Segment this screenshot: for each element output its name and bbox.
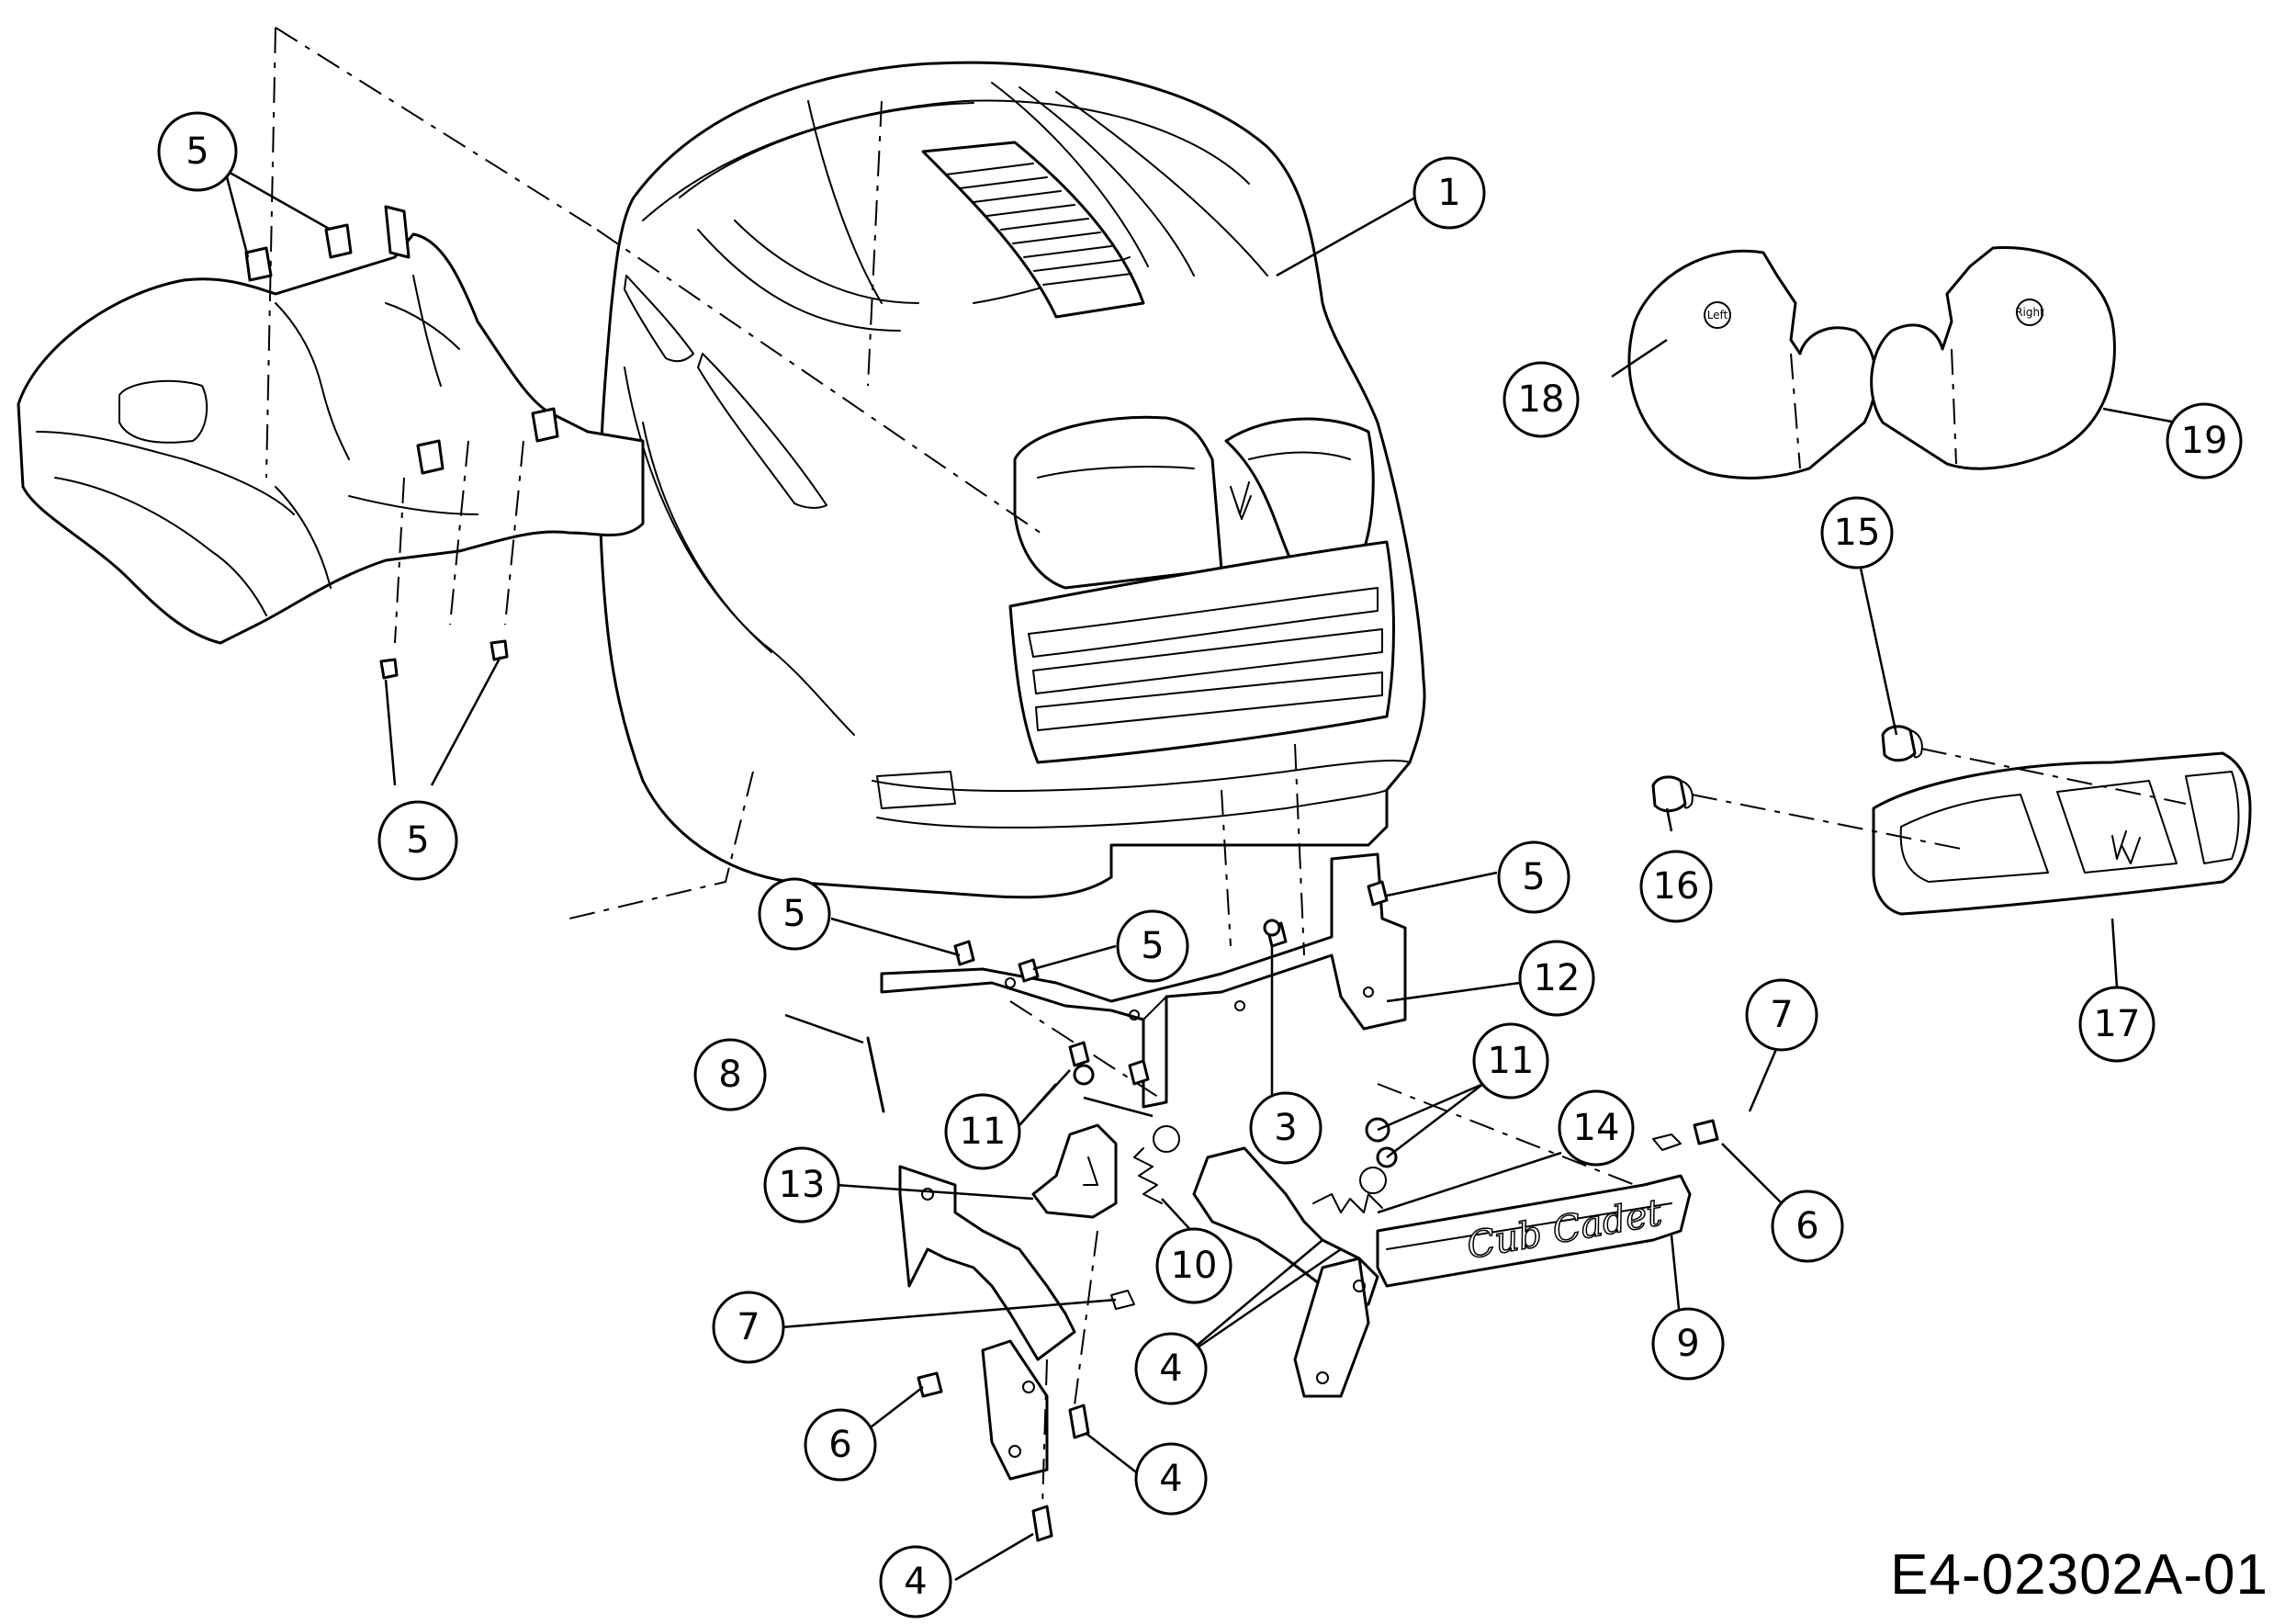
svg-text:6: 6 <box>828 1424 851 1466</box>
svg-text:4: 4 <box>904 1561 927 1603</box>
svg-text:11: 11 <box>960 1111 1007 1153</box>
callout-5-top: 5 <box>157 111 238 192</box>
callout-11-right: 11 <box>1472 1022 1549 1100</box>
callout-5-bracket-right: 5 <box>1497 840 1570 914</box>
callout-15: 15 <box>1820 496 1894 570</box>
decal-left-text: Left <box>1707 309 1728 321</box>
callout-17: 17 <box>2078 986 2155 1063</box>
hood-part <box>599 61 1426 899</box>
svg-text:5: 5 <box>782 893 805 935</box>
callout-3: 3 <box>1249 1091 1322 1165</box>
callout-19: 19 <box>2166 402 2243 479</box>
bushing-left <box>1073 1064 1095 1086</box>
svg-text:4: 4 <box>1159 1458 1182 1500</box>
front-badge-plate: Cub Cadet <box>1376 1174 1692 1288</box>
drawing-code: E4-02302A-01 <box>1890 1543 2268 1607</box>
svg-text:6: 6 <box>1795 1205 1818 1247</box>
pin-part <box>866 1036 885 1113</box>
screws-dash <box>379 639 509 680</box>
decal-right-text: Right <box>2015 306 2044 319</box>
callout-6-left: 6 <box>804 1408 877 1482</box>
svg-text:4: 4 <box>1159 1348 1182 1390</box>
decal-18: Left <box>1627 249 1877 479</box>
callout-6-right: 6 <box>1771 1190 1844 1263</box>
callout-14: 14 <box>1558 1089 1635 1167</box>
svg-text:14: 14 <box>1573 1107 1620 1149</box>
callout-18: 18 <box>1503 361 1580 438</box>
callout-4-hinge: 4 <box>1134 1332 1208 1405</box>
hood-grille-slots <box>1028 587 1383 731</box>
svg-text:1: 1 <box>1437 172 1460 214</box>
callout-4-bottom: 4 <box>879 1545 952 1618</box>
svg-text:7: 7 <box>1770 994 1793 1036</box>
pin-6-left <box>917 1371 943 1398</box>
svg-text:13: 13 <box>779 1164 826 1206</box>
svg-text:9: 9 <box>1676 1323 1699 1365</box>
spring-10-left <box>1133 1125 1180 1204</box>
callout-13: 13 <box>763 1146 840 1224</box>
svg-text:17: 17 <box>2094 1003 2141 1045</box>
svg-text:10: 10 <box>1171 1245 1218 1287</box>
svg-text:5: 5 <box>1522 856 1545 898</box>
dash-panel <box>17 205 645 645</box>
bulb-16 <box>1651 775 1694 813</box>
svg-text:18: 18 <box>1518 378 1565 421</box>
screws-4 <box>1031 1404 1090 1542</box>
svg-text:5: 5 <box>186 130 208 173</box>
svg-text:16: 16 <box>1653 865 1700 908</box>
svg-text:19: 19 <box>2181 420 2228 462</box>
svg-text:3: 3 <box>1274 1107 1297 1149</box>
hood-vent-slats <box>945 163 1132 286</box>
svg-text:7: 7 <box>737 1306 760 1348</box>
callout-8: 8 <box>693 1038 767 1111</box>
callout-1: 1 <box>1412 156 1486 230</box>
callout-12: 12 <box>1518 940 1595 1017</box>
callout-4-mid: 4 <box>1134 1442 1208 1516</box>
decal-19: Right <box>1870 246 2116 470</box>
callout-11-left: 11 <box>944 1093 1021 1170</box>
pin-6-right <box>1693 1119 1719 1145</box>
hinge-right <box>1192 1146 1379 1398</box>
svg-text:15: 15 <box>1834 512 1881 554</box>
callout-5-dash-bottom: 5 <box>377 800 458 881</box>
callout-7-right: 7 <box>1745 978 1818 1052</box>
bulb-15 <box>1881 725 1923 762</box>
callout-9: 9 <box>1651 1307 1725 1381</box>
svg-text:12: 12 <box>1534 957 1581 999</box>
spring-10-right <box>1312 1167 1387 1213</box>
svg-text:5: 5 <box>1141 925 1164 967</box>
svg-text:5: 5 <box>406 819 429 862</box>
callout-5-bracket-left: 5 <box>758 877 831 951</box>
callout-7-left: 7 <box>712 1291 785 1364</box>
callout-10: 10 <box>1155 1227 1232 1304</box>
hairpin-right <box>1652 1133 1682 1151</box>
callout-5-bracket-mid: 5 <box>1116 909 1189 983</box>
hinge-plate-13 <box>1031 1123 1118 1219</box>
hairpin-left <box>1110 1290 1135 1310</box>
bracket-fasteners <box>953 880 1389 1086</box>
headlight-lens <box>1872 751 2252 916</box>
hinge-left <box>898 1165 1076 1481</box>
svg-text:11: 11 <box>1488 1040 1535 1082</box>
svg-text:8: 8 <box>718 1054 741 1096</box>
callout-16: 16 <box>1639 850 1713 923</box>
